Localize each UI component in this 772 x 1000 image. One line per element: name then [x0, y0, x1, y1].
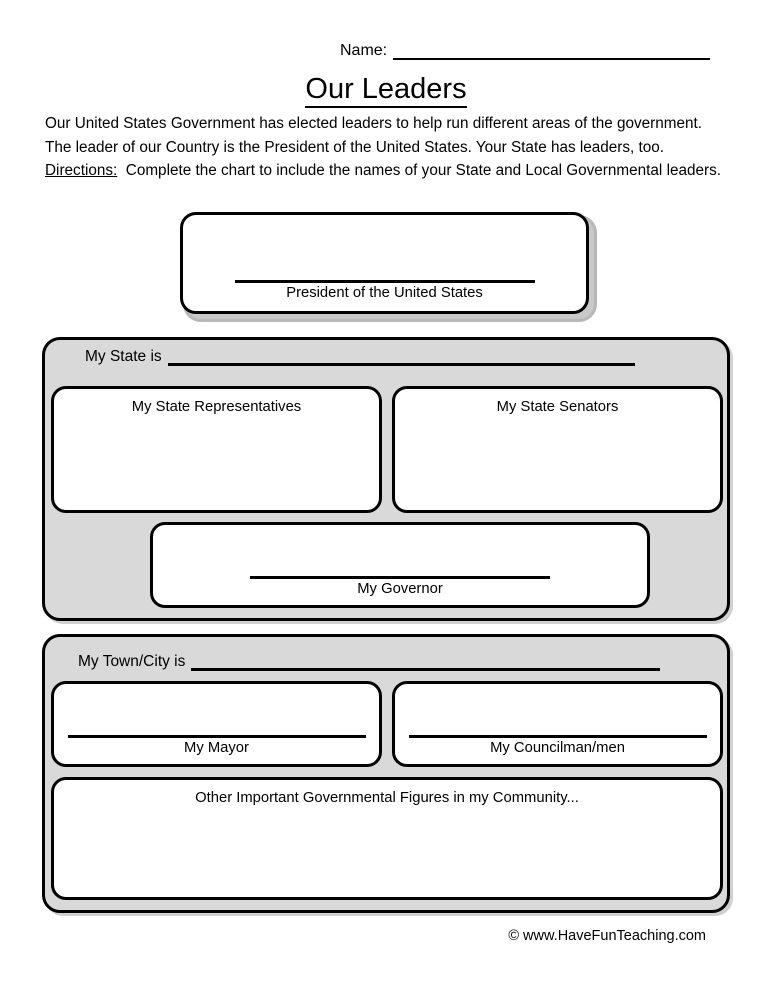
president-box[interactable]: President of the United States [180, 212, 589, 314]
name-field-row: Name: [340, 42, 710, 60]
page-title: Our Leaders [0, 72, 772, 108]
mayor-box[interactable]: My Mayor [51, 681, 382, 767]
president-answer-area[interactable]: President of the United States [183, 280, 586, 303]
intro-block: Our United States Government has elected… [45, 112, 723, 183]
town-name-input-rule[interactable] [191, 654, 660, 671]
governor-label: My Governor [357, 581, 443, 597]
state-name-row: My State is [85, 348, 635, 366]
page-title-text: Our Leaders [305, 73, 467, 108]
other-figures-box[interactable]: Other Important Governmental Figures in … [51, 777, 723, 900]
directions-label: Directions: [45, 162, 118, 179]
president-signature-rule[interactable] [234, 280, 535, 283]
town-name-label: My Town/City is [78, 653, 186, 670]
governor-answer-area[interactable]: My Governor [153, 576, 647, 599]
state-senators-label: My State Senators [496, 399, 619, 415]
councilman-answer-area[interactable]: My Councilman/men [395, 735, 720, 758]
intro-paragraph: Our United States Government has elected… [45, 115, 703, 156]
mayor-signature-rule[interactable] [67, 735, 366, 738]
councilman-signature-rule[interactable] [408, 735, 707, 738]
state-name-label: My State is [85, 348, 162, 365]
other-figures-label: Other Important Governmental Figures in … [195, 790, 579, 806]
president-label: President of the United States [286, 285, 483, 301]
councilman-box[interactable]: My Councilman/men [392, 681, 723, 767]
mayor-label: My Mayor [184, 740, 249, 756]
state-senators-box[interactable]: My State Senators [392, 386, 723, 513]
governor-box[interactable]: My Governor [150, 522, 650, 608]
state-representatives-label: My State Representatives [131, 399, 302, 415]
directions-text: Complete the chart to include the names … [125, 162, 721, 179]
footer-copyright: © www.HaveFunTeaching.com [508, 928, 706, 944]
town-name-row: My Town/City is [78, 653, 660, 671]
governor-signature-rule[interactable] [250, 576, 550, 579]
councilman-label: My Councilman/men [490, 740, 625, 756]
directions-paragraph: Directions: Complete the chart to includ… [45, 159, 723, 183]
state-name-input-rule[interactable] [167, 349, 635, 366]
name-label: Name: [340, 42, 388, 59]
state-representatives-box[interactable]: My State Representatives [51, 386, 382, 513]
mayor-answer-area[interactable]: My Mayor [54, 735, 379, 758]
name-input-rule[interactable] [393, 43, 710, 60]
